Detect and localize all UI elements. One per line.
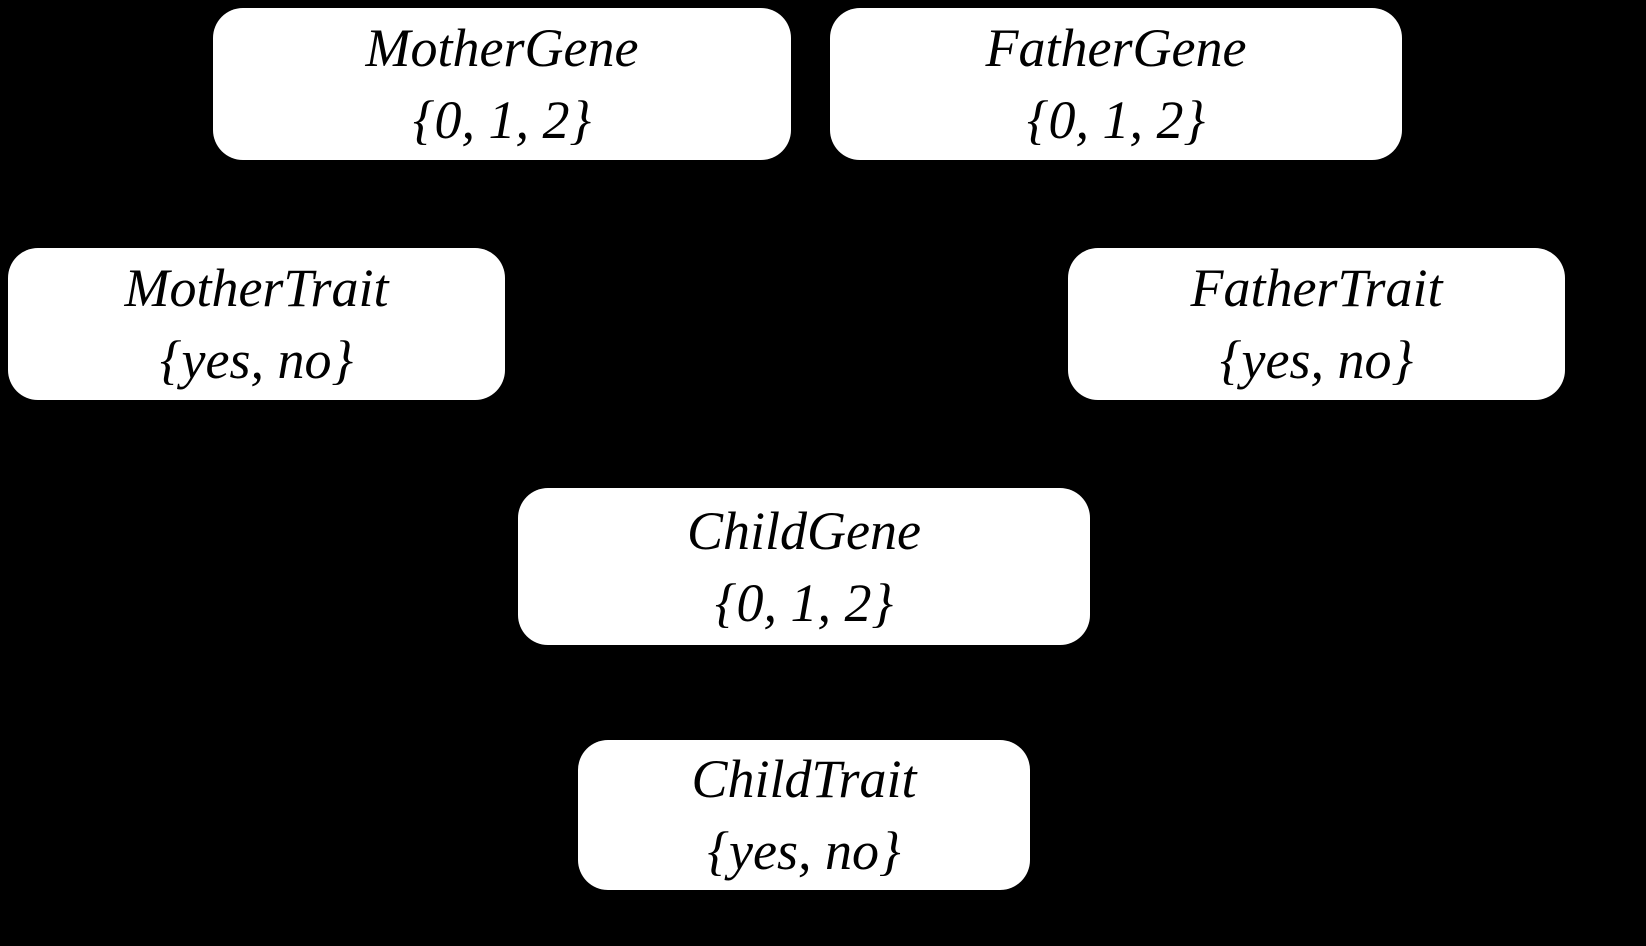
- node-mother-gene: MotherGene {0, 1, 2}: [213, 8, 791, 160]
- node-mother-gene-label: MotherGene: [365, 18, 639, 78]
- node-father-trait-domain: {yes, no}: [1219, 330, 1414, 390]
- node-child-trait: ChildTrait {yes, no}: [578, 740, 1030, 890]
- node-father-trait-label: FatherTrait: [1190, 258, 1443, 318]
- node-mother-trait: MotherTrait {yes, no}: [8, 248, 505, 400]
- node-father-gene-label: FatherGene: [985, 18, 1247, 78]
- node-father-gene: FatherGene {0, 1, 2}: [830, 8, 1402, 160]
- node-child-gene: ChildGene {0, 1, 2}: [518, 488, 1090, 645]
- node-child-trait-label: ChildTrait: [691, 749, 917, 809]
- node-mother-trait-domain: {yes, no}: [159, 330, 354, 390]
- node-mother-trait-label: MotherTrait: [124, 258, 389, 318]
- node-mother-gene-domain: {0, 1, 2}: [412, 90, 592, 150]
- node-father-trait: FatherTrait {yes, no}: [1068, 248, 1565, 400]
- node-father-gene-domain: {0, 1, 2}: [1026, 90, 1206, 150]
- node-child-gene-domain: {0, 1, 2}: [714, 572, 894, 633]
- node-child-gene-label: ChildGene: [687, 500, 921, 561]
- node-child-trait-domain: {yes, no}: [707, 821, 901, 881]
